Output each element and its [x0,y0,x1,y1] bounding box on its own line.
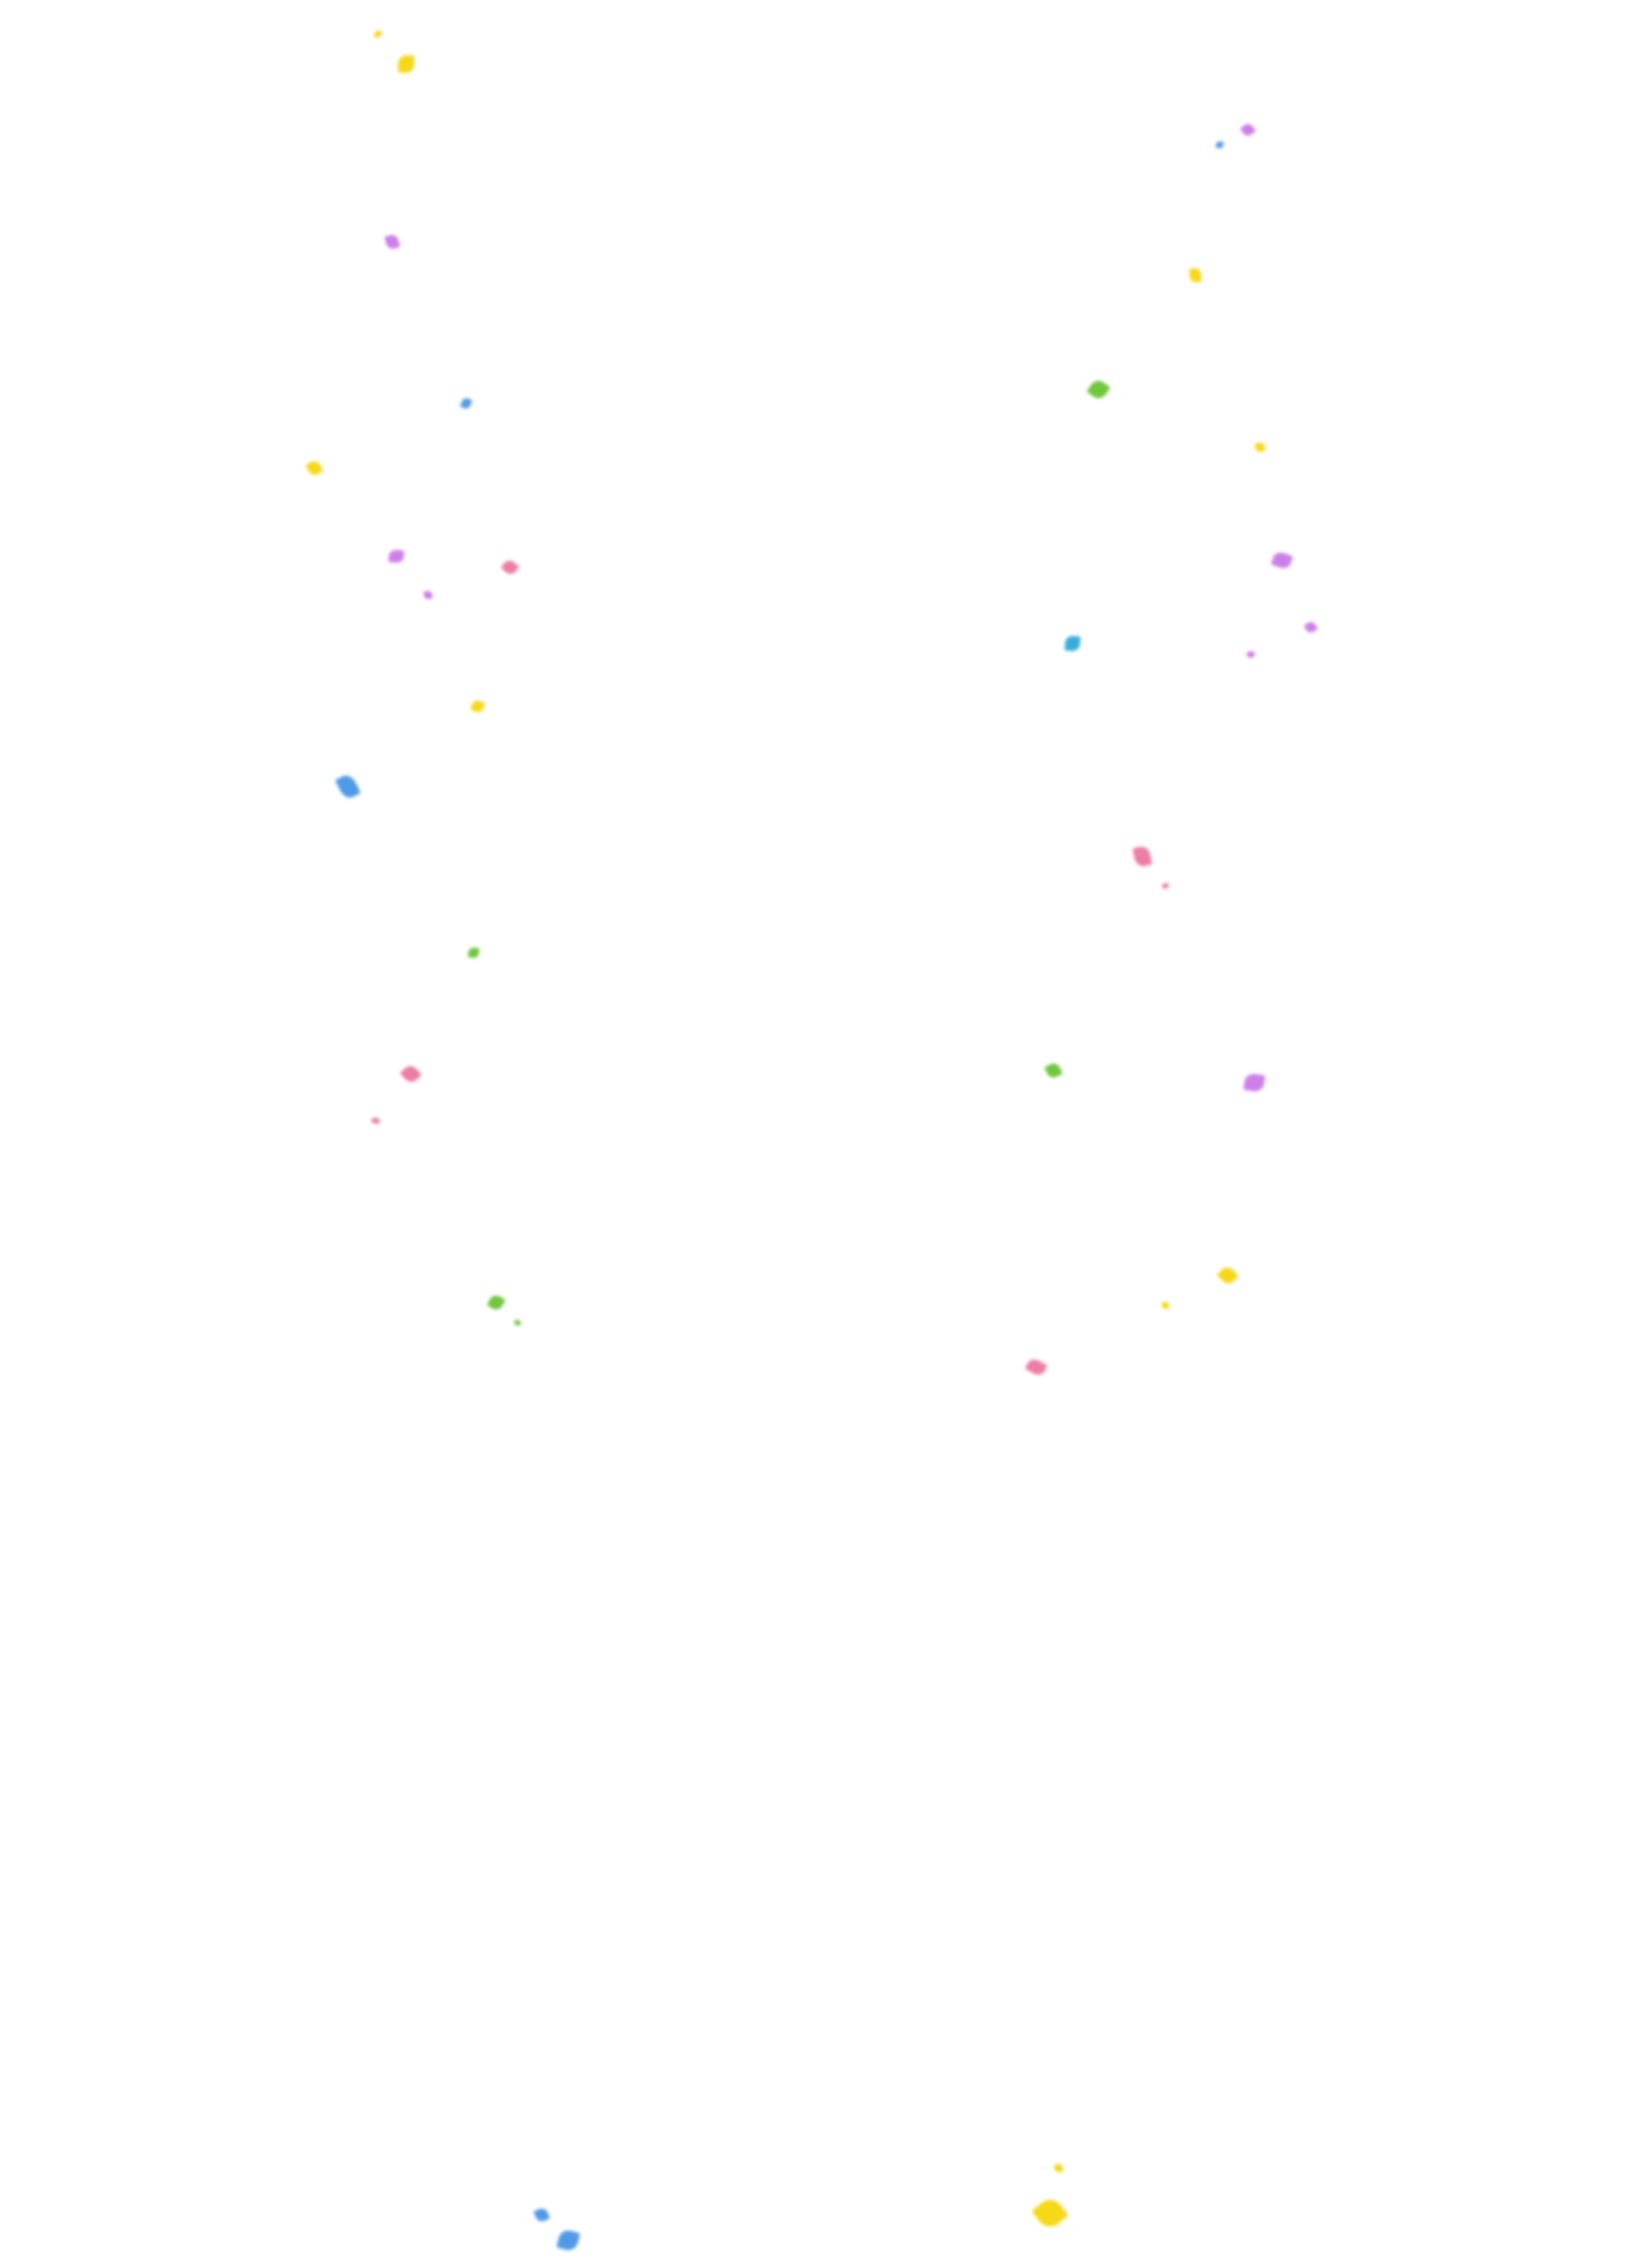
confetti-piece [470,698,486,714]
confetti-piece [398,55,414,73]
confetti-piece [388,549,404,564]
confetti-piece [335,772,361,801]
confetti-piece [1064,635,1081,652]
confetti-piece [513,1319,522,1327]
confetti-piece [373,29,383,39]
confetti-piece [305,458,324,478]
confetti-piece [467,946,480,959]
confetti-piece [460,396,473,410]
confetti-piece [1161,882,1169,890]
confetti-piece [1243,1072,1266,1093]
confetti-piece [1086,377,1111,402]
confetti-piece [1246,649,1256,660]
confetti-piece [1044,1061,1063,1080]
confetti-piece [1054,2164,1063,2173]
confetti-piece [556,2228,580,2252]
confetti-piece [1025,1356,1048,1378]
confetti-piece [1161,1301,1169,1309]
confetti-piece [500,557,520,577]
confetti-piece [1031,2194,1069,2232]
confetti-piece [1189,268,1202,283]
confetti-piece [533,2206,550,2224]
confetti-piece [1215,140,1224,149]
confetti-piece [1270,550,1294,571]
confetti-piece [1216,1264,1239,1287]
confetti-piece [1239,121,1257,139]
confetti-piece [1303,620,1318,635]
confetti-piece [1132,845,1153,868]
confetti-piece [423,590,433,600]
confetti-piece [486,1293,506,1312]
confetti-piece [384,233,400,250]
confetti-piece [371,1117,380,1124]
confetti-piece [1254,441,1266,453]
confetti-piece [399,1062,422,1086]
